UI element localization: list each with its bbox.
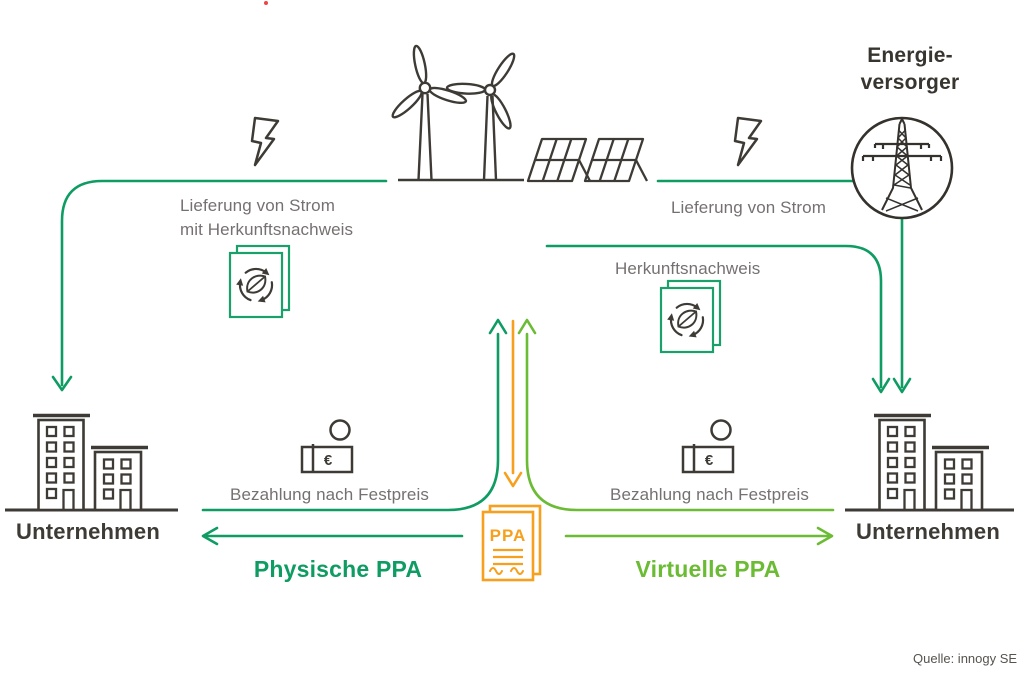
solar-panel-icon (583, 137, 649, 183)
arrow-payment-right (517, 318, 835, 512)
label-delivery-right: Lieferung von Strom (671, 198, 826, 217)
label-payment-right: Bezahlung nach Festpreis (610, 485, 809, 504)
arrow-ppa-down (503, 319, 523, 488)
arrow-certificate-right (545, 244, 891, 394)
green-certificate-icon (661, 281, 720, 352)
euro-symbol: € (705, 452, 714, 469)
buildings-icon (872, 413, 991, 512)
green-certificate-icon (230, 246, 289, 317)
label-delivery-left: Lieferung von Strom mit Herkunftsnachwei… (180, 196, 354, 239)
arrow-virtual-ppa (564, 526, 834, 546)
company-right-label: Unternehmen (856, 519, 1000, 544)
company-left-label: Unternehmen (16, 519, 160, 544)
electricity-bolt-icon (733, 116, 763, 167)
electricity-bolt-icon (250, 116, 280, 167)
euro-symbol: € (324, 452, 333, 469)
arrow-physical-ppa (201, 526, 464, 546)
red-dot-artifact (264, 1, 268, 5)
virtual-ppa-label: Virtuelle PPA (635, 556, 781, 582)
energy-provider-title: Energie- versorger (845, 42, 975, 96)
arrow-delivery-left (51, 179, 388, 392)
ppa-document-icon: PPA (481, 504, 542, 582)
energy-provider-title-line2: versorger (860, 71, 960, 94)
label-certificate: Herkunftsnachweis (615, 259, 761, 278)
source-note: Quelle: innogy SE (913, 651, 1018, 666)
transmission-tower-icon (850, 116, 954, 220)
wind-turbine-icon (445, 50, 519, 181)
arrow-provider-to-company (892, 217, 912, 394)
solar-panel-icon (526, 137, 592, 183)
physical-ppa-label: Physische PPA (253, 556, 423, 582)
flow-lines (51, 179, 912, 546)
energy-provider-title-line1: Energie- (867, 44, 953, 67)
wind-turbine-icon (388, 43, 469, 181)
buildings-icon (31, 413, 150, 512)
ppa-document-label: PPA (490, 526, 527, 545)
label-payment-left: Bezahlung nach Festpreis (230, 485, 429, 504)
arrow-payment-left (201, 318, 508, 512)
